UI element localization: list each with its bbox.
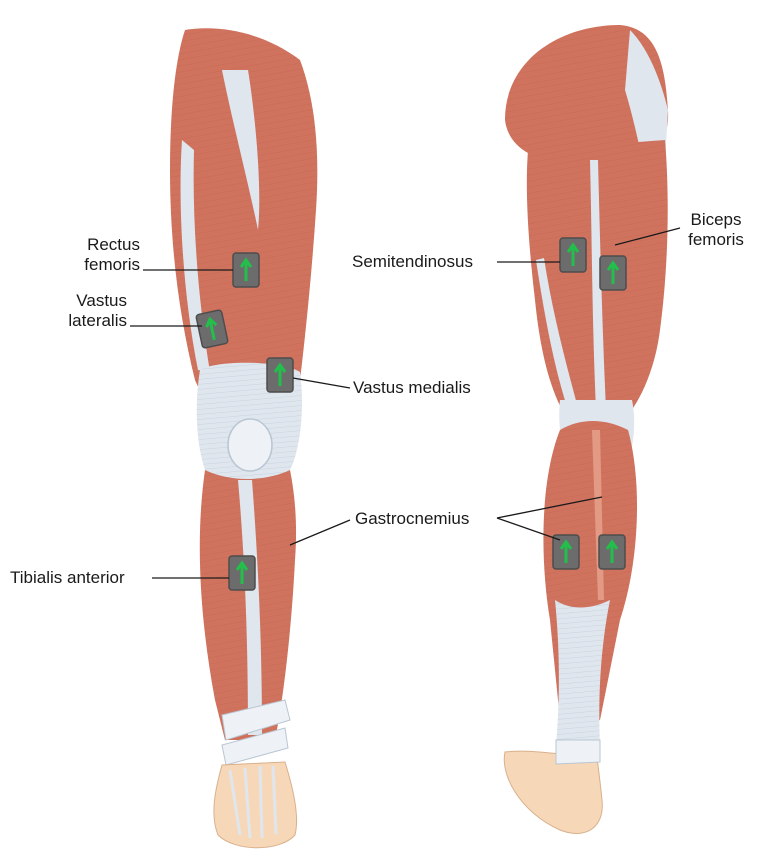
electrode-gastrocnemius-medial: [553, 535, 579, 569]
anterior-leg: [170, 28, 317, 847]
label-vastus-lateralis: Vastus lateralis: [45, 291, 127, 331]
label-tibialis-anterior: Tibialis anterior: [10, 568, 125, 588]
electrode-tibialis-anterior: [229, 556, 255, 590]
posterior-leg: [504, 25, 668, 833]
label-biceps-femoris: Biceps femoris: [668, 210, 764, 250]
anterior-foot: [214, 762, 297, 848]
electrode-biceps-femoris: [600, 256, 626, 290]
leader-gastrocnemius-front: [290, 520, 350, 545]
leader-vastus-medialis: [293, 378, 350, 388]
label-vastus-medialis: Vastus medialis: [353, 378, 471, 398]
electrode-vastus-medialis: [267, 358, 293, 392]
label-rectus-femoris: Rectus femoris: [60, 235, 140, 275]
electrode-rectus-femoris: [233, 253, 259, 287]
label-gastrocnemius: Gastrocnemius: [355, 509, 469, 529]
electrode-gastrocnemius-lateral: [599, 535, 625, 569]
electrode-semitendinosus: [560, 238, 586, 272]
label-semitendinosus: Semitendinosus: [352, 252, 473, 272]
